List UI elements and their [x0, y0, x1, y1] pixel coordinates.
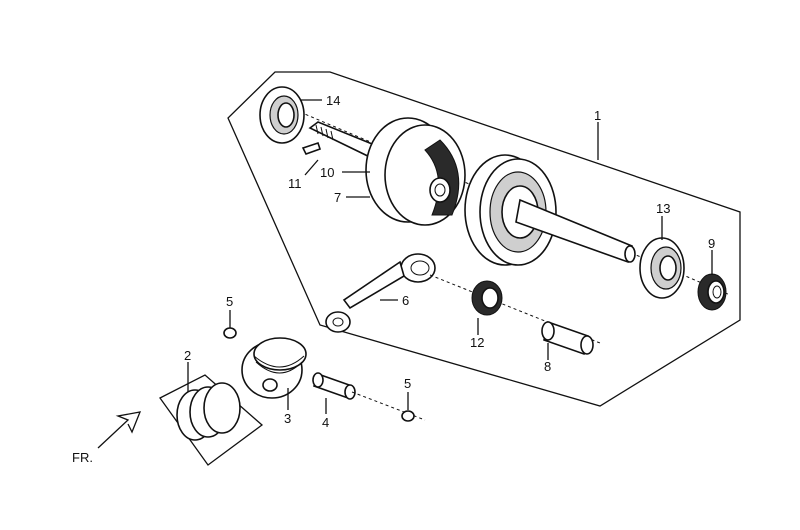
callout-12: 12 — [470, 335, 484, 350]
callout-9: 9 — [708, 236, 715, 251]
right-crank-shaft — [515, 198, 636, 264]
connecting-rod-part — [325, 253, 436, 333]
woodruff-key-part — [301, 141, 322, 155]
oil-seal-part — [259, 86, 305, 144]
assembly-outline — [227, 71, 741, 407]
callout-7: 7 — [334, 190, 341, 205]
callout-13: 13 — [656, 201, 670, 216]
right-flywheel-part — [464, 154, 557, 266]
callout-8: 8 — [544, 359, 551, 374]
left-flywheel-part — [365, 117, 466, 226]
circlip-lower-part — [401, 410, 415, 422]
piston-pin-part — [312, 372, 356, 400]
leader-lines — [187, 99, 713, 414]
callout-11: 11 — [288, 176, 302, 191]
front-direction-arrow-icon — [97, 411, 142, 449]
callout-10: 10 — [320, 165, 334, 180]
callout-3: 3 — [284, 411, 291, 426]
direction-label: FR. — [72, 450, 93, 465]
callout-1: 1 — [594, 108, 601, 123]
callout-5-lower: 5 — [404, 376, 411, 391]
needle-bearing-part — [471, 280, 503, 316]
callout-5-upper: 5 — [226, 294, 233, 309]
piston-ring-set-part — [159, 374, 264, 466]
main-bearing-part — [639, 237, 685, 299]
piston-part — [241, 337, 307, 399]
callout-2: 2 — [184, 348, 191, 363]
callout-4: 4 — [322, 415, 329, 430]
drive-gear-part — [697, 273, 727, 311]
callout-14: 14 — [326, 93, 340, 108]
callout-6: 6 — [402, 293, 409, 308]
circlip-upper-part — [223, 327, 237, 339]
crank-pin-part — [541, 320, 594, 356]
piston-pin-axis — [351, 391, 426, 421]
